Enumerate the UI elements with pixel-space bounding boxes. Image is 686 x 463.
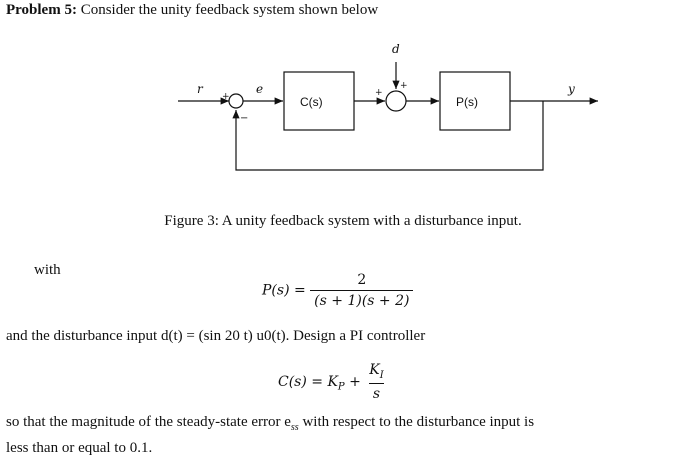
controller-eq-plus: +	[349, 373, 361, 390]
problem-statement: Problem 5: Consider the unity feedback s…	[6, 2, 378, 19]
closing-line-1-end: with respect to the disturbance input is	[302, 414, 535, 430]
plant-fraction: 2 (s + 1)(s + 2)	[310, 272, 414, 309]
disturbance-line: and the disturbance input d(t) = (sin 20…	[6, 328, 426, 344]
block-diagram: r e d y C(s) P(s) + − + +	[178, 42, 598, 171]
summing-junction-2	[385, 90, 407, 112]
feedback-path	[232, 101, 544, 171]
closing-line-1: so that the magnitude of the steady-stat…	[6, 414, 534, 433]
plant-denominator: (s + 1)(s + 2)	[310, 290, 414, 309]
sum1-plus-sign: +	[222, 92, 230, 102]
input-label: r	[197, 82, 204, 96]
figure-caption: Figure 3: A unity feedback system with a…	[164, 213, 522, 229]
with-text: with	[34, 262, 61, 278]
sum2-plus-top-sign: +	[400, 81, 408, 91]
disturbance-label: d	[392, 42, 400, 56]
sum2-plus-left-sign: +	[375, 88, 383, 98]
problem-text: Consider the unity feedback system shown…	[80, 2, 379, 18]
plant-eq-lhs: P(s) =	[262, 282, 306, 299]
plant-equation: P(s) = 2 (s + 1)(s + 2)	[262, 272, 414, 309]
error-label: e	[256, 82, 263, 96]
controller-numerator-sub: I	[379, 369, 384, 381]
closing-line-1-sub: ss	[290, 422, 299, 433]
summing-junction-1	[228, 93, 244, 109]
problem-label: Problem 5:	[6, 2, 77, 18]
plant-numerator: 2	[357, 272, 367, 288]
controller-numerator: KI	[365, 362, 387, 383]
controller-eq-lhs: C(s) = K	[278, 373, 338, 390]
controller-eq-kp-sub: P	[337, 381, 345, 393]
sum1-minus-sign: −	[240, 113, 248, 124]
controller-fraction: KI s	[365, 362, 387, 402]
closing-line-1-text: so that the magnitude of the steady-stat…	[6, 414, 291, 430]
closing-line-2: less than or equal to 0.1.	[6, 440, 153, 456]
plant-block-label: P(s)	[456, 95, 478, 109]
controller-equation: C(s) = KP + KI s	[278, 362, 388, 402]
output-label: y	[567, 82, 575, 96]
controller-block-label: C(s)	[300, 95, 323, 109]
controller-numerator-k: K	[369, 362, 380, 378]
controller-denominator: s	[368, 382, 385, 402]
